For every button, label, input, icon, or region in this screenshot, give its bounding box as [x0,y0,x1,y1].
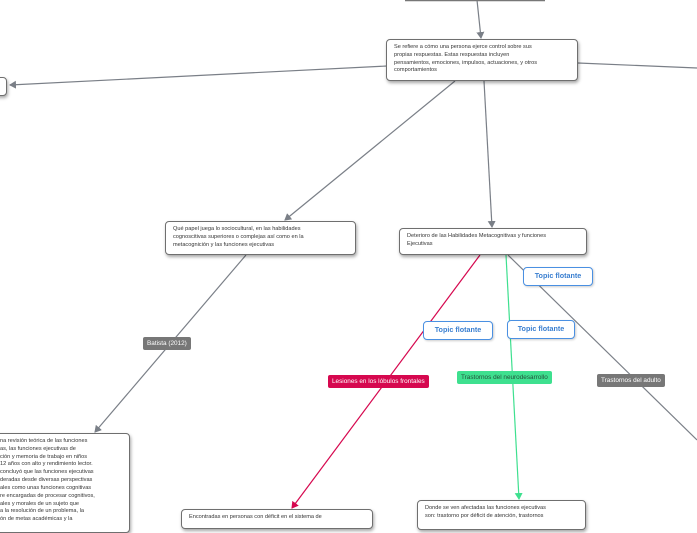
sociocultural-topic-text: Qué papel juega lo sociocultural, en las… [173,226,304,248]
floating-topic[interactable]: Topic flotante [507,320,575,339]
floating-topic[interactable]: Topic flotante [523,267,593,286]
edge-parent-to-center [476,0,485,39]
lesiones-subtopic[interactable]: Encontradas en personas con déficit en e… [181,509,373,529]
offscreen-left-node[interactable] [0,77,7,96]
deterioro-topic-text: Deterioro de las Habilidades Metacogniti… [407,233,546,247]
batista-subtopic-text: na revisión teórica de las funciones as,… [0,438,95,523]
edge-center-to-sociocultural [284,80,456,221]
sociocultural-topic[interactable]: Qué papel juega lo sociocultural, en las… [165,221,356,255]
batista-subtopic[interactable]: na revisión teórica de las funciones as,… [0,433,130,533]
neurodesarrollo-subtopic-text: Donde se ven afectadas las funciones eje… [425,505,546,519]
edge-center-to-deterioro [483,80,496,228]
edge-center-to-left [9,65,388,89]
neurodesarrollo-relation-label[interactable]: Trastornos del neurodesarrollo [457,371,552,384]
lesiones-relation-label[interactable]: Lesiones en los lóbulos frontales [328,375,429,388]
center-topic[interactable]: Se refiere a cómo una persona ejerce con… [386,39,578,81]
lesiones-subtopic-text: Encontradas en personas con déficit en e… [189,514,322,520]
edge-center-to-right [577,62,697,69]
deterioro-topic[interactable]: Deterioro de las Habilidades Metacogniti… [399,228,587,255]
adulto-relation-label[interactable]: Trastornos del adulto [597,374,665,387]
batista-relation-label[interactable]: Batista (2012) [143,337,191,350]
neurodesarrollo-subtopic[interactable]: Donde se ven afectadas las funciones eje… [417,500,586,530]
floating-topic[interactable]: Topic flotante [423,321,493,340]
center-topic-text: Se refiere a cómo una persona ejerce con… [394,44,538,74]
